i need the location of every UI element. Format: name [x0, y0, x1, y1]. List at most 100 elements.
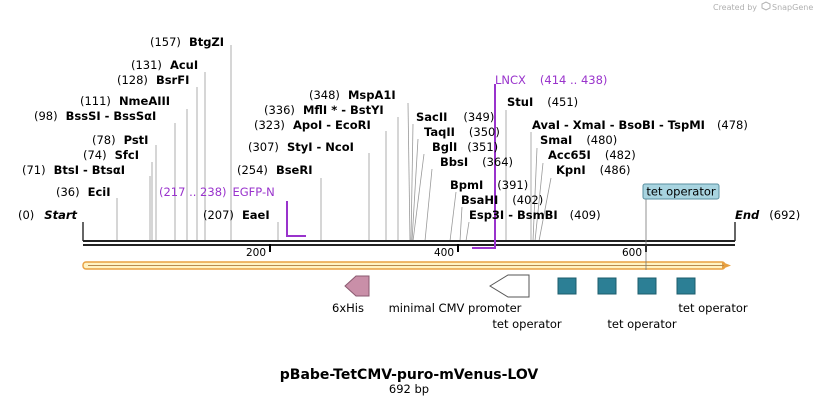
site-avai[interactable]: AvaI - XmaI - BsoBI - TspMI (478) [532, 118, 748, 132]
site-eaei-name: EaeI [242, 208, 270, 222]
primer-lncx-arrow[interactable] [472, 84, 496, 249]
site-bseri[interactable]: (254)BseRI [237, 163, 312, 177]
primer-lncx[interactable]: LNCX (414 .. 438) [495, 73, 607, 87]
site-taqii-pos: (350) [469, 125, 500, 139]
site-btgzi-pos: (157) [150, 35, 181, 49]
site-bpmi-name: BpmI [450, 178, 483, 192]
site-bgli-pos: (351) [467, 140, 498, 154]
site-btsi-name: BtsI - BtsαI [54, 163, 125, 177]
cmv-promoter-label: minimal CMV promoter [389, 301, 522, 315]
snapgene-logo-icon [761, 1, 771, 11]
site-psti[interactable]: (78) PstI [92, 133, 148, 147]
site-acc65i[interactable]: Acc65I(482) [548, 148, 636, 162]
site-bsssi-name: BssSI - BssSαI [66, 109, 157, 123]
primer-egfp-n[interactable]: (217 .. 238)EGFP-N [159, 185, 275, 199]
tet-operator-label-1: tet operator [492, 317, 561, 331]
site-acui-pos: (131) [131, 58, 162, 72]
site-mspa1i[interactable]: (348)MspA1I [309, 88, 396, 102]
site-bsssi[interactable]: (98) BssSI - BssSαI [34, 109, 156, 123]
site-psti-name: PstI [124, 133, 149, 147]
primer-egfp-n-range: (217 .. 238) [159, 185, 227, 199]
site-sacii-name: SacII [416, 110, 447, 124]
site-mfli-pos: (336) [264, 103, 295, 117]
site-stui-name: StuI [507, 95, 533, 109]
site-esp3i-name: Esp3I - BsmBI [469, 208, 558, 222]
ruler-tick-600: 600 [622, 247, 642, 259]
site-sacii[interactable]: SacII (349) [416, 110, 494, 124]
end-name: End [735, 208, 760, 222]
site-sfci-name: SfcI [115, 148, 139, 162]
cmv-promoter-arrow[interactable] [489, 274, 530, 298]
site-esp3i-pos: (409) [570, 208, 601, 222]
site-ecii-name: EciI [88, 185, 111, 199]
site-bsssi-pos: (98) [34, 109, 58, 123]
site-bsrfi[interactable]: (128) BsrFI [117, 73, 189, 87]
ruler-tick-400: 400 [434, 247, 454, 259]
site-mfli[interactable]: (336) MflI * - BstYI [264, 103, 384, 117]
site-btsi[interactable]: (71) BtsI - BtsαI [22, 163, 125, 177]
credit-text: Created by [713, 3, 757, 12]
site-apoi-pos: (323) [254, 118, 285, 132]
orf-arrow-head [722, 262, 731, 269]
tet-operator-3[interactable] [637, 277, 657, 295]
site-bsrfi-pos: (128) [117, 73, 148, 87]
site-bgli-name: BglI [432, 140, 457, 154]
backbone-top-strand [83, 240, 735, 242]
site-btgzi[interactable]: (157) BtgZI [150, 35, 224, 49]
end-pos: (692) [769, 208, 800, 222]
start-pos: (0) [18, 208, 34, 222]
site-bsahi-pos: (402) [512, 193, 543, 207]
site-taqii[interactable]: TaqII (350) [424, 125, 500, 139]
site-bgli[interactable]: BglI (351) [432, 140, 498, 154]
ruler-tick-200: 200 [246, 247, 266, 259]
site-mspa1i-pos: (348) [309, 88, 340, 102]
tet-operator-2[interactable] [597, 277, 617, 295]
his-tag-arrow[interactable] [344, 275, 370, 297]
site-sfci[interactable]: (74)SfcI [83, 148, 139, 162]
start-name: Start [44, 208, 77, 222]
site-esp3i[interactable]: Esp3I - BsmBI (409) [469, 208, 601, 222]
site-ecii[interactable]: (36) EciI [56, 185, 111, 199]
site-nmeaiii[interactable]: (111)NmeAIII [80, 94, 170, 108]
site-ecii-pos: (36) [56, 185, 80, 199]
site-smai[interactable]: SmaI(480) [540, 133, 617, 147]
tet-operator-box[interactable] [642, 183, 720, 200]
site-bsrfi-name: BsrFI [156, 73, 189, 87]
site-kpni-pos: (486) [600, 163, 631, 177]
end-label: End (692) [735, 208, 800, 222]
site-taqii-name: TaqII [424, 125, 455, 139]
tet-operator-box-label: tet operator [646, 185, 715, 199]
site-mfli-name: MflI * - BstYI [303, 103, 384, 117]
site-btgzi-name: BtgZI [189, 35, 224, 49]
site-bpmi[interactable]: BpmI(391) [450, 178, 528, 192]
site-styi[interactable]: (307)StyI - NcoI [248, 140, 354, 154]
primer-egfp-n-arrow[interactable] [286, 201, 306, 237]
primer-lncx-name: LNCX [495, 73, 526, 87]
site-acui[interactable]: (131)AcuI [131, 58, 198, 72]
site-sacii-pos: (349) [463, 110, 494, 124]
site-eaei[interactable]: (207)EaeI [203, 208, 270, 222]
tet-operator-4[interactable] [676, 277, 696, 295]
tet-operator-1[interactable] [557, 277, 577, 295]
site-kpni[interactable]: KpnI (486) [556, 163, 631, 177]
site-smai-name: SmaI [540, 133, 572, 147]
site-bseri-name: BseRI [276, 163, 313, 177]
tet-operator-label-3: tet operator [678, 301, 747, 315]
site-bsahi[interactable]: BsaHI(402) [461, 193, 543, 207]
site-psti-pos: (78) [92, 133, 116, 147]
site-stui[interactable]: StuI(451) [507, 95, 578, 109]
site-apoi-name: ApoI - EcoRI [293, 118, 371, 132]
site-avai-pos: (478) [717, 118, 748, 132]
site-avai-name: AvaI - XmaI - BsoBI - TspMI [532, 118, 705, 132]
site-kpni-name: KpnI [556, 163, 586, 177]
site-btsi-pos: (71) [22, 163, 46, 177]
site-bbsi[interactable]: BbsI (364) [440, 155, 513, 169]
site-acc65i-pos: (482) [605, 148, 636, 162]
site-bbsi-name: BbsI [440, 155, 468, 169]
site-apoi[interactable]: (323) ApoI - EcoRI [254, 118, 371, 132]
site-styi-pos: (307) [248, 140, 279, 154]
primer-lncx-range: (414 .. 438) [540, 73, 608, 87]
start-label: (0) Start [18, 208, 78, 222]
site-bbsi-pos: (364) [482, 155, 513, 169]
